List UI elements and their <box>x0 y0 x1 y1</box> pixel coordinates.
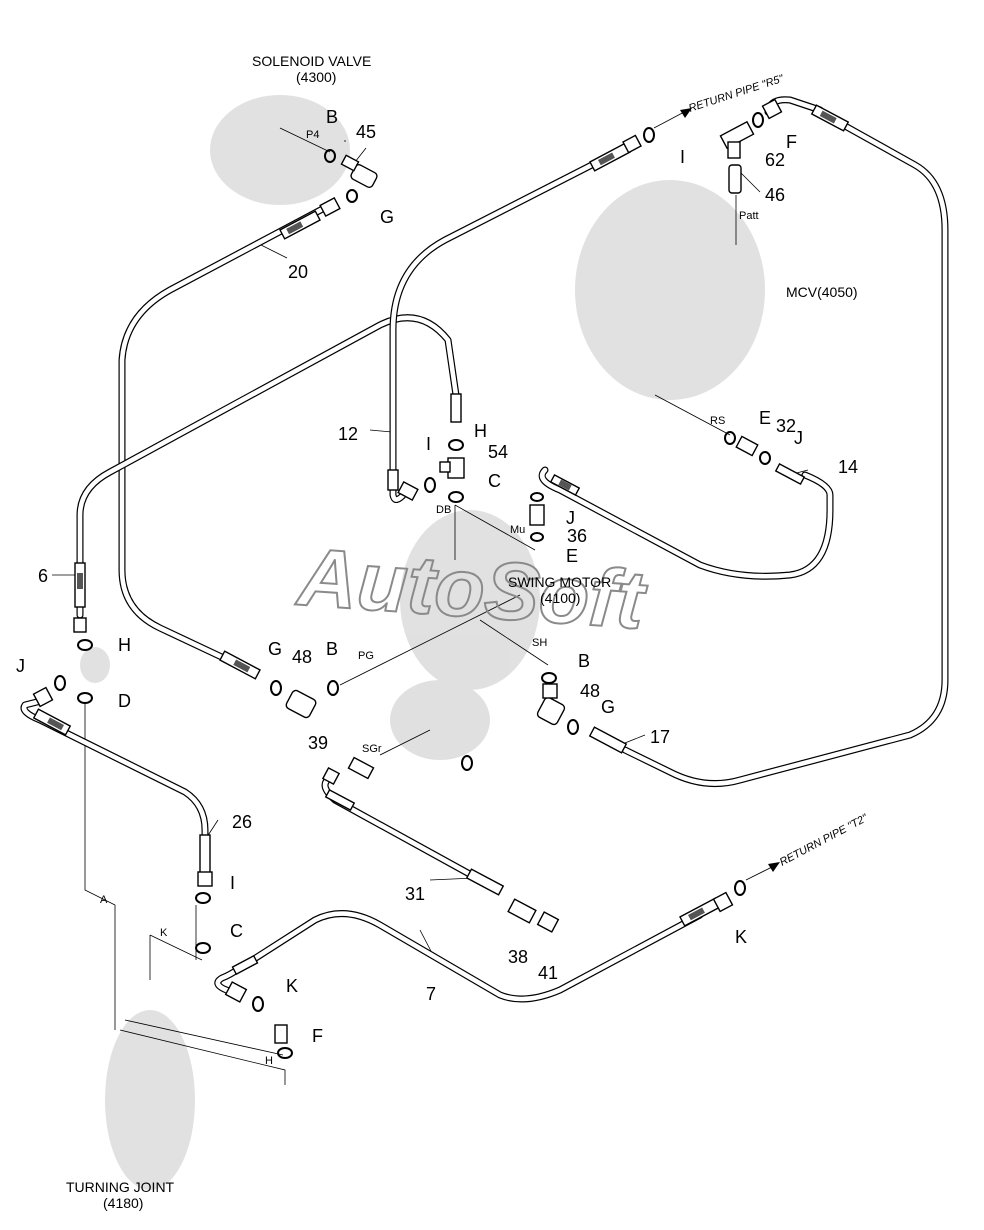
leader-lines <box>52 127 809 1085</box>
callout-48: 48 <box>580 681 600 701</box>
seal-letter-callouts: B G I F H I C J E E J H J D G B B G I C … <box>16 107 803 1046</box>
callout-62: 62 <box>765 150 785 170</box>
port-label: PG <box>358 650 374 662</box>
callout-41: 41 <box>538 963 558 983</box>
callout-39: 39 <box>308 733 328 753</box>
letter-callout: B <box>326 639 338 659</box>
callout-6: 6 <box>38 566 48 586</box>
title-turning-joint: TURNING JOINT <box>66 1179 175 1195</box>
letter-callout: B <box>578 651 590 671</box>
callout-20: 20 <box>288 262 308 282</box>
letter-callout: I <box>680 147 685 167</box>
letter-callout: C <box>230 921 243 941</box>
port-label: RS <box>710 415 725 427</box>
letter-callout: I <box>426 434 431 454</box>
letter-callout: J <box>16 656 25 676</box>
callout-46: 46 <box>765 185 785 205</box>
letter-callout: F <box>312 1026 323 1046</box>
letter-callout: H <box>474 421 487 441</box>
title-solenoid-valve: SOLENOID VALVE <box>252 53 371 69</box>
callout-38: 38 <box>508 947 528 967</box>
letter-callout: B <box>326 107 338 127</box>
title-return-t2: RETURN PIPE "T2" <box>778 812 871 869</box>
title-solenoid-code: (4300) <box>296 69 336 85</box>
port-label: SH <box>532 637 547 649</box>
letter-callout: K <box>286 976 298 996</box>
callout-36: 36 <box>567 526 587 546</box>
port-label: Patt <box>739 210 759 222</box>
part-callouts: 45 20 12 54 6 48 48 36 14 32 62 46 17 26… <box>38 122 858 1004</box>
letter-callout: D <box>118 691 131 711</box>
port-label: Mu <box>510 524 525 536</box>
callout-17: 17 <box>650 727 670 747</box>
port-labels: P4 Patt RS DB Mu PG SH SGr K A H <box>100 129 759 1067</box>
letter-callout: G <box>601 697 615 717</box>
callout-31: 31 <box>405 884 425 904</box>
callout-26: 26 <box>232 812 252 832</box>
callout-12: 12 <box>338 424 358 444</box>
hose-fittings <box>32 104 850 976</box>
title-turning-code: (4180) <box>103 1195 143 1211</box>
letter-callout: K <box>735 927 747 947</box>
port-label: A <box>100 894 108 906</box>
letter-callout: J <box>794 428 803 448</box>
letter-callout: C <box>488 471 501 491</box>
callout-54: 54 <box>488 442 508 462</box>
letter-callout: E <box>759 408 771 428</box>
letter-callout: I <box>230 873 235 893</box>
callout-32: 32 <box>776 416 796 436</box>
callout-14: 14 <box>838 457 858 477</box>
return-arrows <box>653 108 780 881</box>
port-label: P4 <box>306 129 319 141</box>
callout-48: 48 <box>292 647 312 667</box>
adapters-and-elbows <box>32 98 783 1044</box>
port-label: DB <box>436 504 451 516</box>
title-swing-motor: SWING MOTOR <box>508 574 611 590</box>
letter-callout: E <box>566 546 578 566</box>
title-swing-code: (4100) <box>540 590 580 606</box>
letter-callout: G <box>268 639 282 659</box>
port-label: H <box>265 1055 273 1067</box>
hose-lines <box>20 96 949 1003</box>
callout-7: 7 <box>426 984 436 1004</box>
callout-45: 45 <box>356 122 376 142</box>
letter-callout: J <box>566 508 575 528</box>
o-rings <box>54 112 771 1059</box>
component-ghosts <box>80 95 765 1190</box>
letter-callout: F <box>786 132 797 152</box>
port-label: K <box>160 927 168 939</box>
port-label: SGr <box>362 743 382 755</box>
letter-callout: G <box>380 207 394 227</box>
letter-callout: H <box>118 635 131 655</box>
title-mcv: MCV(4050) <box>786 284 858 300</box>
